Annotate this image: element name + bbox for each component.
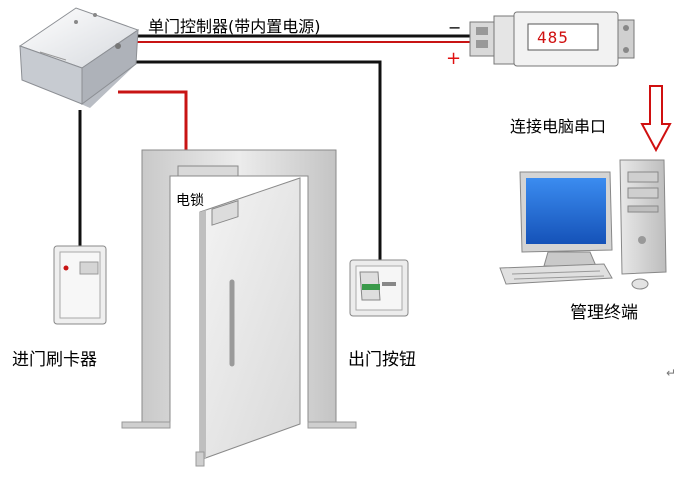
door-icon [121, 149, 357, 467]
terminal-label: 管理终端 [570, 303, 638, 323]
arrow-down-icon [640, 85, 672, 153]
return-mark: ↵ [666, 366, 677, 380]
controller-label: 单门控制器(带内置电源) [148, 17, 321, 36]
card-reader-label: 进门刷卡器 [12, 350, 97, 370]
electric-lock-label: 电锁 [176, 193, 204, 209]
rs485-converter-icon [469, 11, 635, 67]
converter-display-text: 485 [537, 28, 569, 47]
serial-port-label: 连接电脑串口 [510, 117, 607, 136]
exit-button-label: 出门按钮 [348, 350, 416, 370]
polarity-minus-label: − [448, 18, 462, 37]
wire-controller-to-lock [118, 90, 188, 168]
card-reader-icon [53, 245, 107, 325]
polarity-plus-label: + [446, 48, 462, 69]
controller-box-icon [18, 7, 140, 108]
wiring [78, 34, 470, 262]
exit-button-icon [349, 259, 409, 317]
wire-controller-to-exit [130, 60, 382, 262]
computer-icon [499, 159, 667, 290]
